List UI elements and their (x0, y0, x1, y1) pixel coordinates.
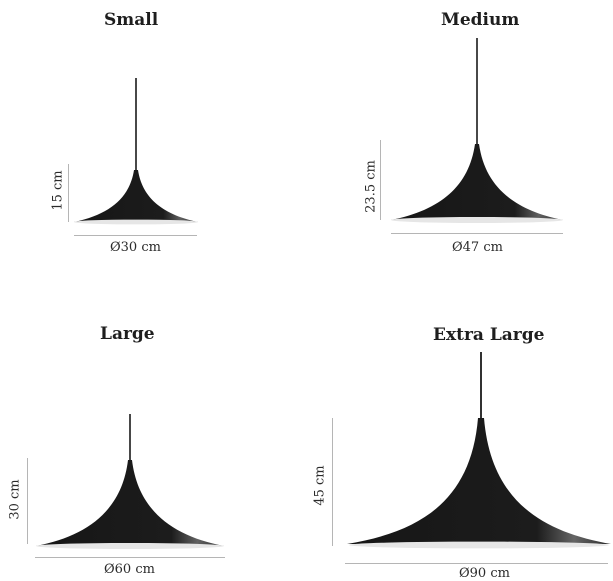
diameter-rule-medium (391, 233, 563, 234)
height-label-medium: 23.5 cm (363, 160, 379, 213)
pendant-lamp-icon (347, 352, 611, 549)
height-rule-large (27, 458, 28, 544)
diameter-label-large: Ø60 cm (104, 562, 155, 577)
height-rule-small (68, 164, 69, 222)
diameter-rule-xlarge (345, 563, 608, 564)
diameter-rule-large (35, 557, 225, 558)
pendant-lamp-icon (36, 414, 224, 549)
height-rule-xlarge (332, 418, 333, 546)
diameter-label-small: Ø30 cm (110, 240, 161, 255)
variant-title-xlarge: Extra Large (433, 325, 545, 345)
diameter-label-xlarge: Ø90 cm (459, 566, 510, 581)
variant-title-medium: Medium (441, 10, 520, 30)
pendant-lamp-icon (74, 78, 198, 225)
variant-title-large: Large (100, 324, 155, 344)
diameter-rule-small (74, 235, 197, 236)
height-rule-medium (380, 140, 381, 220)
pendant-lamp-icon (391, 38, 563, 223)
height-label-small: 15 cm (50, 170, 66, 211)
height-label-xlarge: 45 cm (312, 465, 328, 506)
height-label-large: 30 cm (7, 479, 23, 520)
variant-title-small: Small (104, 10, 159, 30)
diameter-label-medium: Ø47 cm (452, 240, 503, 255)
